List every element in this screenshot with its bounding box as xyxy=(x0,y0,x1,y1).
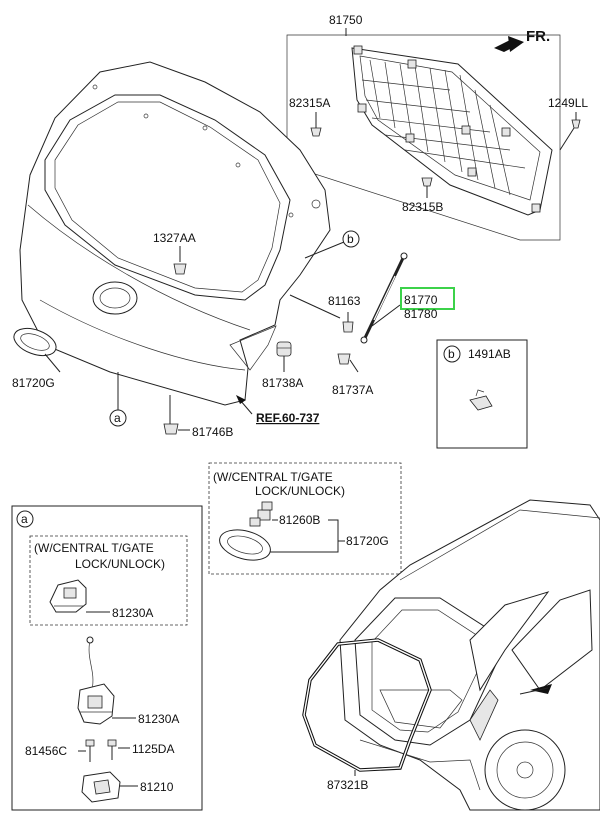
forward-arrow-icon xyxy=(494,36,524,52)
emblem-81720G xyxy=(13,327,57,357)
callout-a-label: a xyxy=(114,411,121,425)
vehicle-rear-view xyxy=(339,499,600,811)
callout-b-label: b xyxy=(347,232,354,246)
part-81738A: 81738A xyxy=(262,376,303,390)
central-lock-title-1: (W/CENTRAL T/GATE xyxy=(213,470,333,484)
callout-b-marker xyxy=(342,230,360,248)
tailgate-trim-panel xyxy=(286,34,561,241)
emblem-recess xyxy=(92,281,138,315)
part-81720G-main: 81720G xyxy=(12,376,55,390)
gas-lift-strut xyxy=(360,252,408,344)
part-82315A: 82315A xyxy=(289,96,330,110)
stopper-81737A xyxy=(337,353,351,365)
nut-icon xyxy=(173,263,187,275)
latch-assembly xyxy=(77,636,115,725)
clip-icon-b xyxy=(421,177,433,187)
detail-a-subtitle-2: LOCK/UNLOCK) xyxy=(75,557,165,571)
part-81260B: 81260B xyxy=(279,513,320,527)
reference-arrow xyxy=(236,395,253,415)
reference-label: REF.60-737 xyxy=(256,411,320,425)
part-87321B: 87321B xyxy=(327,778,368,792)
callout-a-marker xyxy=(109,409,127,427)
bolt-1125DA xyxy=(107,739,117,760)
weatherstrip-87321B xyxy=(302,638,432,772)
cap-81746B xyxy=(163,423,179,435)
part-81737A: 81737A xyxy=(332,383,373,397)
highlight-81770 xyxy=(400,287,455,310)
bolt-81456C xyxy=(85,739,95,762)
orientation-label: FR. xyxy=(526,28,550,45)
central-lock-box xyxy=(208,462,402,575)
detail-a-subtitle-1: (W/CENTRAL T/GATE xyxy=(34,541,154,555)
part-81456C: 81456C xyxy=(25,744,67,758)
grommet-81738A xyxy=(276,341,292,357)
part-1249LL: 1249LL xyxy=(548,96,588,110)
bumper-stop-icon xyxy=(342,321,354,333)
part-1125DA: 1125DA xyxy=(132,742,174,756)
part-81230A: 81230A xyxy=(138,712,179,726)
striker-81210 xyxy=(81,771,121,803)
part-81210: 81210 xyxy=(140,780,174,794)
latch-actuator-top xyxy=(49,579,87,613)
inset-b-callout: b xyxy=(448,347,455,361)
inset-b-panel xyxy=(436,339,528,449)
part-81230A-top: 81230A xyxy=(112,606,153,620)
detail-a-callout: a xyxy=(21,512,28,526)
part-81163: 81163 xyxy=(328,294,361,308)
detail-a-box xyxy=(11,505,203,811)
part-1327AA: 1327AA xyxy=(153,231,196,245)
part-81750: 81750 xyxy=(329,13,363,27)
part-81746B: 81746B xyxy=(192,425,233,439)
screw-icon xyxy=(571,119,581,129)
part-81720G-lock: 81720G xyxy=(346,534,389,548)
part-81770: 81770 xyxy=(404,293,438,307)
part-1491AB: 1491AB xyxy=(468,347,511,361)
part-81780: 81780 xyxy=(404,307,438,321)
tailgate-outer-panel xyxy=(19,61,331,406)
clip-icon xyxy=(310,127,322,137)
part-82315B: 82315B xyxy=(402,200,443,214)
central-lock-title-2: LOCK/UNLOCK) xyxy=(255,484,345,498)
